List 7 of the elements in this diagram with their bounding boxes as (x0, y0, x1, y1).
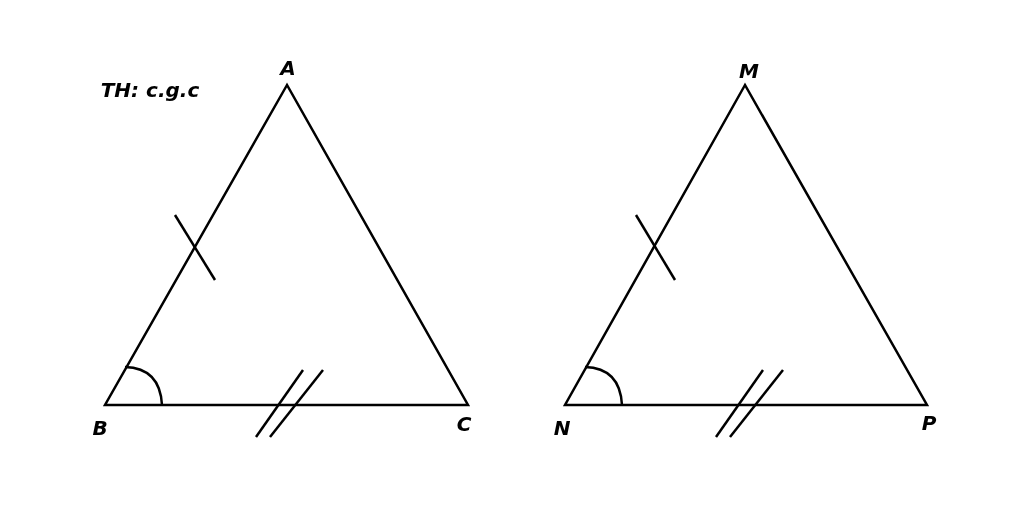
note-text: TH: c.g.c (100, 78, 200, 102)
vertex-label: M (739, 59, 759, 83)
vertex-label: A (280, 56, 296, 80)
vertex-label: B (92, 416, 108, 440)
vertex-label: N (553, 416, 571, 440)
vertex-label: C (456, 412, 472, 436)
vertex-label: P (921, 411, 937, 435)
